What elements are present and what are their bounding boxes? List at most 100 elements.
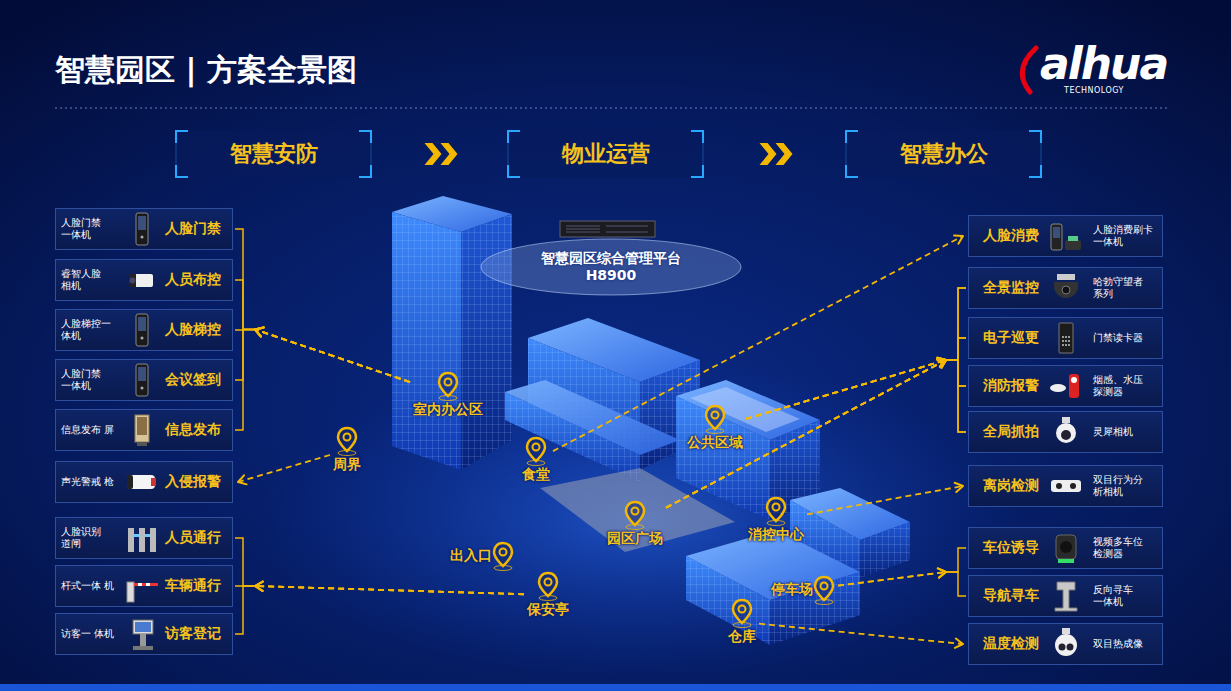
function-name: 车辆通行 xyxy=(165,577,221,595)
arrow-head xyxy=(955,483,963,492)
location-marker: 保安亭 xyxy=(527,571,569,619)
band-heading: 智慧安防 xyxy=(230,139,318,169)
connector xyxy=(746,288,966,419)
bracket-line xyxy=(946,288,966,360)
device-icon xyxy=(1049,468,1083,504)
connector xyxy=(235,582,524,595)
function-name: 电子巡更 xyxy=(983,329,1039,347)
location-pin xyxy=(525,436,547,466)
device-name: 睿智人脸 相机 xyxy=(61,268,119,292)
function-name: 全景监控 xyxy=(983,279,1039,297)
device-icon xyxy=(125,616,159,652)
connector-line xyxy=(255,330,410,383)
connector xyxy=(759,624,963,648)
location-marker: 消控中心 xyxy=(748,496,804,544)
function-name: 人脸消费 xyxy=(983,227,1039,245)
connector xyxy=(760,143,793,165)
connector-line xyxy=(838,572,946,586)
bracket-line xyxy=(946,360,966,386)
connector xyxy=(235,328,410,383)
location-marker: 园区广场 xyxy=(607,500,663,548)
device-box: 声光警戒 枪 入侵报警 xyxy=(55,461,233,503)
location-marker: 食堂 xyxy=(522,436,550,484)
area-name: 出入口 xyxy=(450,547,492,565)
device-name: 门禁读卡器 xyxy=(1093,332,1155,344)
location-pin xyxy=(765,496,787,526)
stage-band: 物业运营 xyxy=(507,130,704,178)
arrow-head xyxy=(238,475,247,484)
device-name: 灵犀相机 xyxy=(1093,426,1155,438)
arrow-head xyxy=(938,568,946,577)
device-name: 人脸消费刷卡 一体机 xyxy=(1093,224,1155,248)
function-name: 车位诱导 xyxy=(983,539,1039,557)
connector xyxy=(235,280,410,382)
function-name: 入侵报警 xyxy=(165,473,221,491)
connector-line xyxy=(746,360,946,419)
chevron-arrow xyxy=(441,143,458,165)
arrow-head xyxy=(954,235,963,243)
device-icon xyxy=(125,568,159,604)
device-icon xyxy=(125,520,159,556)
bracket-line xyxy=(946,572,966,596)
stage-band: 智慧安防 xyxy=(175,130,372,178)
connector xyxy=(666,338,966,508)
location-pin xyxy=(731,598,753,628)
location-marker: 仓库 xyxy=(728,598,756,646)
connector xyxy=(235,582,524,634)
device-box: 人脸消费 人脸消费刷卡 一体机 xyxy=(968,215,1163,257)
chevron-arrow xyxy=(776,143,793,165)
function-name: 消防报警 xyxy=(983,377,1039,395)
location-marker: 室内办公区 xyxy=(413,371,483,419)
connector-line xyxy=(255,330,410,383)
connector-line xyxy=(759,624,963,644)
device-icon xyxy=(125,262,159,298)
device-box: 杆式一体 机车辆通行 xyxy=(55,565,233,607)
device-icon xyxy=(1049,320,1083,356)
brand-tagline: TECHNOLOGY xyxy=(1064,86,1124,95)
connector-line xyxy=(255,586,524,594)
device-name: 声光警戒 枪 xyxy=(61,476,119,488)
connector xyxy=(235,229,410,382)
connector xyxy=(235,538,524,594)
connector-line xyxy=(666,360,946,508)
device-icon xyxy=(125,312,159,348)
model-number: H8900 xyxy=(586,267,637,284)
device-box: 人脸门禁 一体机人脸门禁 xyxy=(55,208,233,250)
device-box: 电子巡更 门禁读卡器 xyxy=(968,317,1163,359)
bracket-line xyxy=(946,288,966,360)
bracket-line xyxy=(946,338,966,360)
device-name: 视频多车位 检测器 xyxy=(1093,536,1155,560)
brand-logo: alhua xyxy=(1040,40,1167,88)
bracket-line xyxy=(235,229,255,330)
device-icon xyxy=(125,362,159,398)
connector xyxy=(425,143,458,165)
chevron-arrow xyxy=(425,143,442,165)
location-pin xyxy=(437,371,459,401)
device-icon xyxy=(125,211,159,247)
area-name: 食堂 xyxy=(522,466,550,484)
connector xyxy=(838,568,966,596)
connector xyxy=(807,483,963,515)
device-box: 睿智人脸 相机人员布控 xyxy=(55,259,233,301)
bracket-line xyxy=(235,538,255,586)
device-name: 人脸门禁 一体机 xyxy=(61,368,119,392)
connector-line xyxy=(746,360,946,419)
location-pin xyxy=(624,500,646,530)
connector-line xyxy=(255,330,410,383)
device-box: 全局抓拍灵犀相机 xyxy=(968,411,1163,453)
device-name: 人脸梯控一 体机 xyxy=(61,318,119,342)
band-heading: 物业运营 xyxy=(562,139,650,169)
platform-ellipse: 智慧园区综合管理平台H8900 xyxy=(480,238,742,296)
bracket-line xyxy=(235,280,255,330)
device-box: 访客一 体机访客登记 xyxy=(55,613,233,655)
device-box: 信息发布 屏信息发布 xyxy=(55,409,233,451)
function-name: 离岗检测 xyxy=(983,477,1039,495)
bracket-line xyxy=(946,338,966,360)
device-icon xyxy=(1049,368,1083,404)
connector xyxy=(235,328,410,383)
device-icon xyxy=(125,464,159,500)
device-name: 反向寻车 一体机 xyxy=(1093,584,1155,608)
stage-band: 智慧办公 xyxy=(845,130,1042,178)
connector-line xyxy=(807,486,963,514)
page-title: 智慧园区 | 方案全景图 xyxy=(55,50,357,91)
